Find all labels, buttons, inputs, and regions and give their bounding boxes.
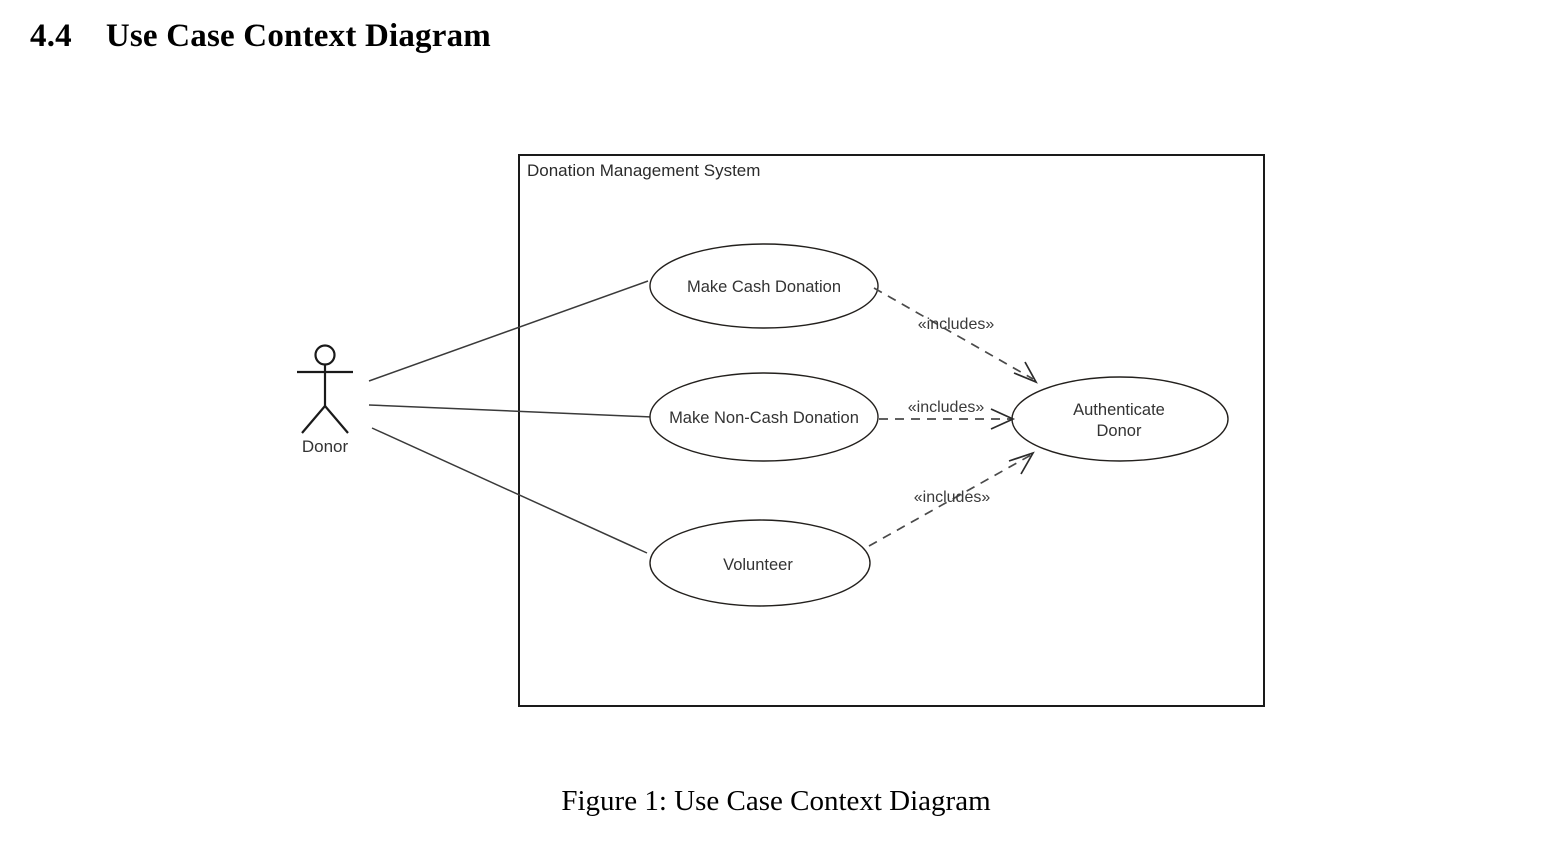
actor-leg-right-icon xyxy=(324,405,349,434)
use-case-volunteer: Volunteer xyxy=(649,519,871,607)
use-case-ellipse xyxy=(1011,376,1229,462)
association-donor-make-non-cash-donation xyxy=(368,404,653,418)
section-title: Use Case Context Diagram xyxy=(105,18,491,54)
include-relation-volunteer-to-authenticate: «includes» xyxy=(868,451,1035,547)
include-relation-noncash-to-authenticate: «includes» xyxy=(879,399,1016,430)
include-stereotype-label: «includes» xyxy=(908,399,985,416)
association-donor-volunteer xyxy=(371,427,648,554)
include-arrowhead-icon xyxy=(1013,361,1038,384)
actor-donor: Donor xyxy=(297,344,353,456)
include-relation-cash-to-authenticate: «includes» xyxy=(873,287,1038,384)
use-case-authenticate-donor: Authenticate Donor xyxy=(1011,376,1229,462)
include-arrowhead-icon xyxy=(990,408,1016,430)
include-stereotype-label: «includes» xyxy=(918,316,995,333)
association-donor-make-cash-donation xyxy=(368,280,649,382)
section-heading: 4.4 Use Case Context Diagram xyxy=(30,18,491,55)
use-case-make-cash-donation: Make Cash Donation xyxy=(649,243,879,329)
use-case-label: Make Cash Donation xyxy=(687,278,841,296)
use-case-label-line1: Authenticate xyxy=(1073,401,1165,419)
actor-leg-left-icon xyxy=(301,405,326,434)
use-case-make-non-cash-donation: Make Non-Cash Donation xyxy=(649,372,879,462)
section-number: 4.4 xyxy=(30,18,72,54)
system-boundary-label: Donation Management System xyxy=(527,161,760,180)
use-case-label: Volunteer xyxy=(723,556,793,574)
use-case-ellipse xyxy=(649,243,879,329)
include-arrowhead-icon xyxy=(1008,451,1035,475)
actor-donor-label: Donor xyxy=(302,437,349,456)
use-case-label: Make Non-Cash Donation xyxy=(669,409,859,427)
use-case-ellipse xyxy=(649,519,871,607)
figure-caption: Figure 1: Use Case Context Diagram xyxy=(561,785,991,817)
use-case-label-line2: Donor xyxy=(1097,422,1142,440)
use-case-ellipse xyxy=(649,372,879,462)
include-dashed-line xyxy=(873,287,1034,380)
actor-head-icon xyxy=(314,344,336,366)
include-stereotype-label: «includes» xyxy=(914,489,991,506)
use-case-diagram: Donation Management System Donor Make Ca… xyxy=(297,154,1265,707)
